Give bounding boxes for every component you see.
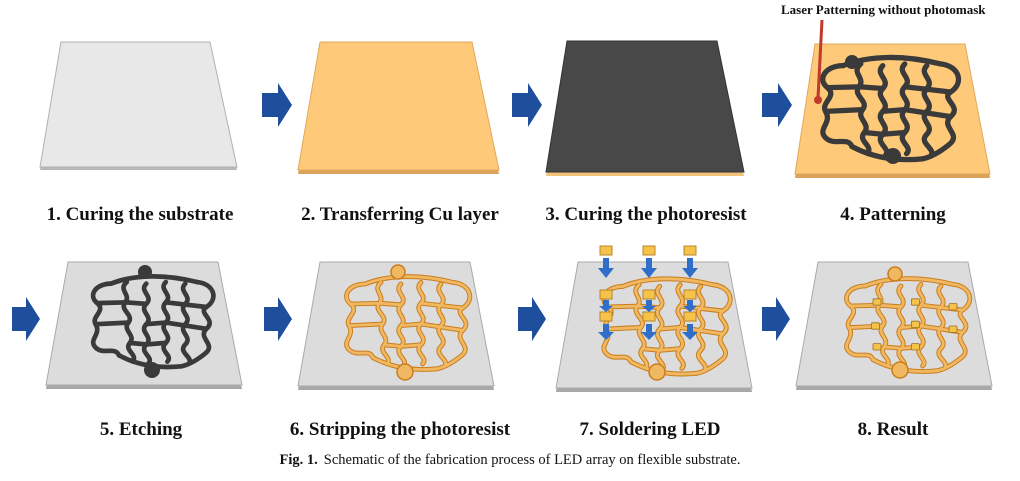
step-5-label: 5. Etching — [100, 419, 183, 440]
figure-caption: Fig. 1. Schematic of the fabrication proc… — [0, 452, 1020, 469]
caption-label: Fig. 1. — [279, 452, 318, 468]
step-7-drop-arrows — [598, 258, 698, 340]
step-8-label: 8. Result — [858, 419, 929, 440]
step-2-label: 2. Transferring Cu layer — [301, 204, 499, 225]
step-1-panel — [39, 41, 238, 170]
step-5-panel — [45, 261, 243, 389]
step-4-label: 4. Patterning — [840, 204, 946, 225]
arrow-4-5 — [12, 297, 40, 341]
step-8-panel — [795, 261, 993, 390]
caption-text: Schematic of the fabrication process of … — [323, 452, 741, 468]
arrow-7-8 — [762, 297, 790, 341]
step-7-label: 7. Soldering LED — [580, 419, 721, 440]
arrow-2-3 — [512, 83, 542, 127]
step-4-panel — [794, 43, 991, 178]
laser-callout: Laser Patterning without photomask — [781, 2, 986, 104]
step-6-panel — [297, 261, 495, 390]
arrow-1-2 — [262, 83, 292, 127]
arrow-5-6 — [264, 297, 292, 341]
step-1-label: 1. Curing the substrate — [47, 204, 234, 225]
step-2-panel — [297, 41, 500, 174]
callout-text: Laser Patterning without photomask — [781, 2, 986, 17]
arrow-6-7 — [518, 297, 546, 341]
step-3-photoresist-layer — [545, 40, 745, 173]
step-3-panel — [545, 40, 745, 176]
step-2-copper-layer — [297, 41, 500, 171]
step-3-label: 3. Curing the photoresist — [545, 204, 747, 225]
arrow-3-4 — [762, 83, 792, 127]
step-6-label: 6. Stripping the photoresist — [290, 419, 511, 440]
step-8-substrate — [795, 261, 993, 387]
step-7-panel — [555, 245, 753, 392]
step-1-substrate — [39, 41, 238, 168]
